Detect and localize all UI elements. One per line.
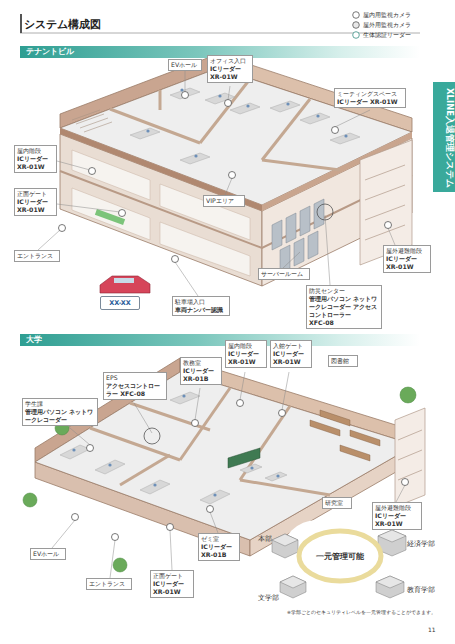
callout-box: 教務室ICリーダー XR-01B (180, 357, 222, 385)
callout-box: 屋内階段ICリーダー XR-01W (225, 340, 267, 368)
page-number: 11 (428, 626, 436, 633)
callout-box: 屋外避難階段ICリーダー XR-01W (372, 502, 422, 530)
title-mark (20, 14, 22, 33)
node-heading: 防災センター (309, 287, 379, 295)
node-body: ICリーダー XR-01W (17, 198, 54, 214)
node-heading: オフィス入口 (210, 57, 250, 65)
node-heading: 屋内階段 (17, 147, 54, 155)
tenant-building (60, 54, 412, 293)
callout-box: ミーティングスペースICリーダー XR-01W (334, 88, 406, 108)
device-icons (72, 400, 409, 541)
node-heading: EVホール (33, 550, 63, 558)
callout-box: エントランス (14, 250, 60, 262)
node-heading: EPS (106, 374, 164, 382)
legend-text: 屋外用監視カメラ (363, 21, 411, 28)
node-body: ICリーダー XR-01W (17, 155, 54, 171)
node-heading: 教務室 (183, 359, 219, 367)
node-body: ICリーダー XR-01W (375, 512, 419, 528)
node-heading: エントランス (17, 252, 57, 260)
ring-node: 一元管理可能 (285, 521, 395, 591)
node-heading: VIPエリア (206, 197, 242, 205)
callout-box: VIPエリア (203, 195, 245, 207)
callout-box: 正面ゲートICリーダー XR-01W (150, 570, 194, 598)
plate-box: XX-XX (100, 296, 140, 310)
node-body: ICリーダー XR-01W (153, 580, 191, 596)
building-name: 経済学部 (407, 540, 435, 549)
legend-row: 屋内用監視カメラ (352, 10, 411, 19)
callout-box: ゼミ室ICリーダー XR-01B (198, 533, 240, 561)
footnote: ※学部ごとのセキュリティレベルを一元管理することができます。 (287, 610, 436, 615)
node-heading: エントランス (89, 580, 129, 588)
node-heading: 学生課 (25, 400, 95, 408)
legend-icon (352, 11, 360, 19)
callout-box: 学生課管理用パソコン ネットワークレコーダー (22, 398, 98, 426)
callout-box: EVホール (30, 548, 66, 560)
section-band: 大学 (20, 334, 420, 346)
node-heading: EVホール (171, 61, 199, 69)
node-heading: XX-XX (101, 297, 139, 309)
node-body: 管理用パソコン ネットワークレコーダー アクセスコントローラー (309, 295, 379, 319)
node-body: XFC-08 (309, 319, 379, 327)
building-name: 教育学部 (407, 586, 435, 595)
callout-box: 研究室 (322, 497, 352, 509)
node-heading: 入館ゲート (273, 342, 309, 350)
node-body: 車両ナンバー認識 (175, 306, 227, 314)
callout-box: 入館ゲートICリーダー XR-01W (270, 340, 312, 368)
legend-text: 生体認証リーダー (363, 31, 411, 38)
node-heading: 屋外避難階段 (375, 504, 419, 512)
node-body: ICリーダー XR-01B (183, 367, 219, 383)
node-heading: 図書館 (331, 357, 355, 365)
title-rule (20, 33, 420, 34)
node-body: ICリーダー XR-01B (201, 543, 237, 559)
callout-box: オフィス入口ICリーダー XR-01W (207, 55, 253, 83)
callout-box: 防災センター管理用パソコン ネットワークレコーダー アクセスコントローラーXFC… (306, 285, 382, 329)
building-name: 本部 (258, 535, 272, 544)
callout-box: 屋外避難階段ICリーダー XR-01W (383, 245, 431, 273)
callout-box: エントランス (86, 578, 132, 590)
node-heading: 屋内階段 (228, 342, 264, 350)
legend-text: 屋内用監視カメラ (363, 11, 411, 18)
node-body: 管理用パソコン ネットワークレコーダー (25, 408, 95, 424)
node-body: ICリーダー XR-01W (228, 350, 264, 366)
side-tab: XLINE入退管理システム (433, 82, 455, 192)
node-heading: 大学 (26, 334, 420, 346)
campus-buildings (272, 520, 406, 598)
callout-box: 正面ゲートICリーダー XR-01W (14, 188, 57, 216)
callout-box: 図書館 (328, 355, 358, 367)
node-heading: 研究室 (325, 499, 349, 507)
node-body: ICリーダー XR-01W (210, 65, 250, 81)
node-heading: 正面ゲート (153, 572, 191, 580)
node-heading: 一元管理可能 (285, 551, 395, 562)
legend-icon (352, 21, 360, 29)
node-body: ICリーダー XR-01W (386, 255, 428, 271)
callout-box: 駐車場入口車両ナンバー認識 (172, 296, 230, 316)
legend-row: 生体認証リーダー (352, 30, 411, 39)
callout-box: EPSアクセスコントローラー XFC-08 (103, 372, 167, 400)
node-heading: サーバールーム (261, 270, 307, 278)
legend-row: 屋外用監視カメラ (352, 20, 411, 29)
node-body: ICリーダー XR-01W (337, 98, 403, 106)
node-heading: XLINE入退管理システム (443, 88, 455, 192)
callout-box: EVホール (168, 59, 202, 71)
building-name: 文学部 (258, 594, 279, 603)
node-heading: 駐車場入口 (175, 298, 227, 306)
callout-box: 屋内階段ICリーダー XR-01W (14, 145, 57, 173)
node-body: ICリーダー XR-01W (273, 350, 309, 366)
node-heading: 正面ゲート (17, 190, 54, 198)
node-heading: ミーティングスペース (337, 90, 403, 98)
node-heading: 屋外避難階段 (386, 247, 428, 255)
node-heading: ゼミ室 (201, 535, 237, 543)
page-title: システム構成図 (24, 18, 101, 32)
callout-box: サーバールーム (258, 268, 310, 280)
legend-icon (352, 31, 360, 39)
node-body: アクセスコントローラー XFC-08 (106, 382, 164, 398)
device-icons (59, 92, 392, 263)
